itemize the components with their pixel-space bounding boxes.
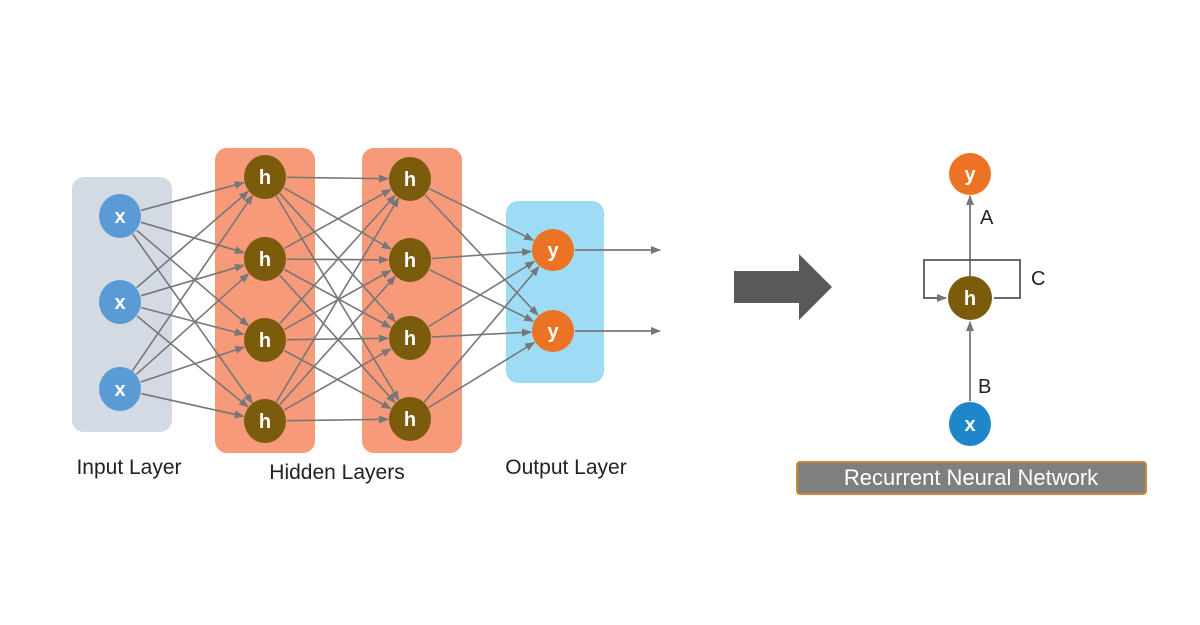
connection-edge	[279, 275, 396, 406]
hidden-node: h	[244, 318, 286, 362]
hidden-node: h	[244, 155, 286, 199]
svg-text:h: h	[404, 169, 416, 191]
connection-edge	[135, 273, 250, 375]
svg-text:h: h	[404, 328, 416, 350]
rnn-recurrent-loop-return	[923, 259, 970, 302]
svg-text:h: h	[259, 411, 271, 433]
connection-edge	[136, 229, 250, 327]
connection-edge	[141, 306, 245, 336]
svg-text:x: x	[114, 292, 125, 314]
connection-edge	[283, 188, 392, 250]
connection-edge	[428, 341, 536, 409]
rnn-diagram: y h x A C B	[923, 153, 1045, 446]
connection-edge	[136, 190, 250, 289]
svg-text:y: y	[547, 240, 559, 262]
svg-text:h: h	[259, 249, 271, 271]
input-node: x	[99, 194, 141, 238]
input-node: x	[99, 280, 141, 324]
output-node: y	[532, 310, 574, 352]
feedforward-edges	[131, 174, 540, 424]
svg-text:h: h	[404, 250, 416, 272]
rnn-hidden-node: h	[948, 276, 992, 320]
hidden-layer-2-panel	[362, 148, 462, 453]
rnn-banner-text: Recurrent Neural Network	[844, 465, 1099, 490]
rnn-output-node: y	[949, 153, 991, 195]
hidden-layers-label: Hidden Layers	[269, 461, 404, 484]
output-layer-panel	[506, 201, 604, 383]
rnn-banner: Recurrent Neural Network	[796, 461, 1147, 495]
output-layer-label: Output Layer	[505, 456, 626, 479]
hidden-node: h	[244, 399, 286, 443]
connection-edge	[279, 192, 396, 323]
connection-edge	[140, 221, 245, 254]
output-node: y	[532, 229, 574, 271]
input-layer-label: Input Layer	[76, 456, 181, 479]
svg-text:h: h	[964, 288, 976, 310]
hidden-node: h	[389, 397, 431, 441]
svg-text:h: h	[259, 330, 271, 352]
rnn-edge-label-a: A	[980, 207, 994, 229]
hidden-node: h	[389, 316, 431, 360]
connection-edge	[286, 174, 389, 183]
svg-text:x: x	[114, 206, 125, 228]
connection-edge	[429, 269, 535, 322]
svg-text:y: y	[547, 321, 559, 343]
rnn-edge-label-c: C	[1031, 268, 1045, 290]
svg-text:h: h	[404, 409, 416, 431]
hidden-node: h	[244, 237, 286, 281]
svg-text:x: x	[114, 379, 125, 401]
connection-edge	[140, 346, 246, 383]
hidden-layer-1-panel	[215, 148, 315, 453]
hidden-node: h	[389, 238, 431, 282]
svg-text:y: y	[964, 164, 976, 186]
svg-text:x: x	[964, 414, 975, 436]
connection-edge	[423, 266, 540, 403]
connection-edge	[141, 392, 245, 419]
connection-edge	[286, 334, 389, 343]
connection-edge	[132, 233, 253, 404]
connection-edge	[140, 264, 245, 297]
connection-edge	[428, 260, 536, 328]
connection-edge	[286, 415, 389, 424]
connection-edge	[131, 194, 254, 372]
rnn-edge-label-b: B	[978, 376, 991, 398]
hidden-node: h	[389, 157, 431, 201]
input-node: x	[99, 367, 141, 411]
connection-edge	[275, 197, 400, 403]
rnn-recurrent-loop	[970, 259, 1021, 299]
svg-text:h: h	[259, 167, 271, 189]
transform-arrow-icon	[734, 254, 832, 320]
connection-edge	[140, 181, 245, 212]
connection-edge	[431, 248, 533, 260]
connection-edge	[279, 194, 396, 325]
connection-edge	[136, 315, 249, 408]
connection-edge	[283, 348, 392, 411]
connection-edge	[429, 188, 535, 241]
rnn-input-node: x	[949, 402, 991, 446]
